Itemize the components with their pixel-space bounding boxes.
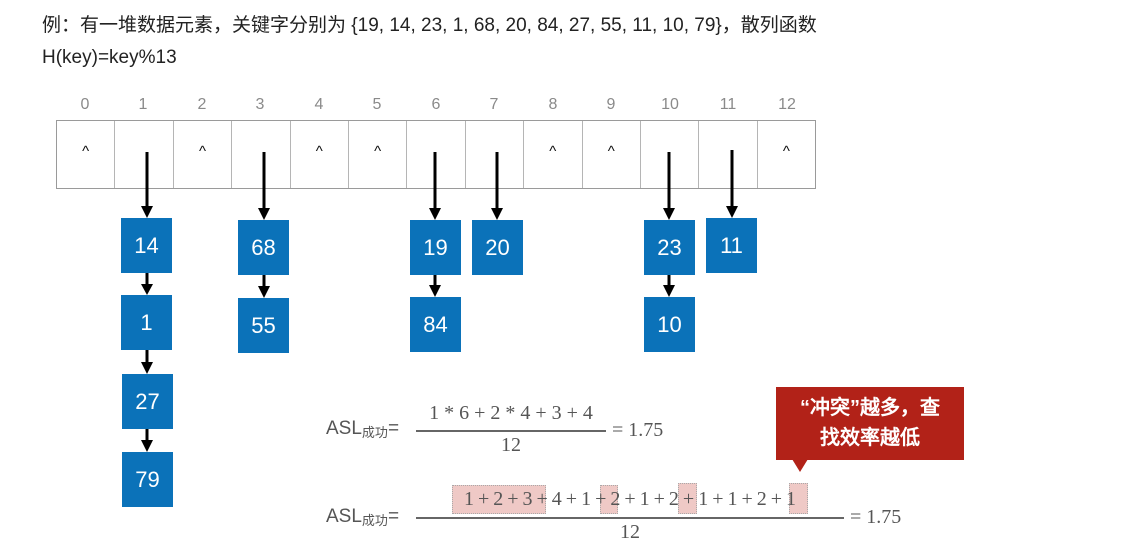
- index-label: 4: [314, 96, 324, 113]
- null-pointer: ^: [198, 143, 206, 160]
- asl-subscript: 成功: [361, 513, 388, 528]
- equals-sign: =: [387, 418, 400, 439]
- chain-node: 14: [121, 218, 172, 273]
- index-label: 10: [661, 96, 679, 113]
- index-label: 5: [372, 96, 382, 113]
- chain-node: 79: [122, 452, 173, 507]
- null-pointer: ^: [315, 143, 323, 160]
- hash-slot-5: ^: [349, 121, 408, 188]
- fraction-line: [416, 430, 606, 432]
- index-label: 6: [431, 96, 441, 113]
- index-label: 3: [255, 96, 265, 113]
- chain-node: 27: [122, 374, 173, 429]
- hash-slot-11: [699, 121, 758, 188]
- conflict-highlight: [600, 485, 618, 514]
- hash-slot-7: [466, 121, 525, 188]
- conflict-callout: “冲突”越多，查 找效率越低: [776, 387, 964, 460]
- conflict-highlight: [678, 483, 697, 514]
- asl-formula-1-numerator: 1 * 6 + 2 * 4 + 3 + 4: [429, 402, 593, 424]
- index-label: 1: [138, 96, 148, 113]
- chain-node: 20: [472, 220, 523, 275]
- hash-slot-9: ^: [583, 121, 641, 188]
- asl-label: ASL: [326, 506, 362, 527]
- null-pointer: ^: [782, 143, 790, 160]
- problem-line-2: H(key)=key%13: [42, 47, 177, 68]
- asl-formula-2-result: = 1.75: [850, 506, 902, 528]
- asl-formula-2-label: ASL成功=: [326, 506, 399, 529]
- callout-line-1: “冲突”越多，查: [800, 397, 940, 419]
- conflict-highlight: [789, 483, 808, 514]
- chain-node: 11: [706, 218, 757, 273]
- asl-formula-1-label: ASL成功=: [326, 418, 399, 441]
- chain-node: 68: [238, 220, 289, 275]
- chain-node: 23: [644, 220, 695, 275]
- conflict-highlight: [452, 485, 546, 514]
- fraction-line: [416, 517, 844, 519]
- callout-line-2: 找效率越低: [820, 427, 920, 449]
- chain-node: 19: [410, 220, 461, 275]
- index-label: 12: [778, 96, 796, 113]
- asl-formula-1-result: = 1.75: [612, 419, 664, 441]
- asl-formula-2-denominator: 12: [620, 521, 640, 543]
- hash-slot-2: ^: [174, 121, 233, 188]
- asl-formula-2-numerator: 1 + 2 + 3 + 4 + 1 + 2 + 1 + 2 + 1 + 1 + …: [463, 488, 797, 510]
- callout-pointer-icon: [792, 459, 808, 472]
- null-pointer: ^: [374, 143, 382, 160]
- chain-node: 10: [644, 297, 695, 352]
- null-pointer: ^: [549, 143, 557, 160]
- problem-statement: 例：有一堆数据元素，关键字分别为 {19, 14, 23, 1, 68, 20,…: [42, 10, 817, 74]
- chain-node: 1: [121, 295, 172, 350]
- asl-formula-1-denominator: 12: [501, 434, 521, 456]
- null-pointer: ^: [82, 143, 90, 160]
- arrow-icon: [141, 150, 738, 452]
- hash-slot-1: [115, 121, 174, 188]
- hash-slot-3: [232, 121, 291, 188]
- index-label: 9: [606, 96, 616, 113]
- asl-subscript: 成功: [361, 425, 388, 440]
- index-label: 0: [80, 96, 90, 113]
- hash-slot-4: ^: [291, 121, 349, 188]
- chain-node: 55: [238, 298, 289, 353]
- index-label: 8: [548, 96, 558, 113]
- equals-sign: =: [387, 506, 400, 527]
- hash-slot-0: ^: [57, 121, 116, 188]
- index-label: 2: [197, 96, 207, 113]
- hash-slot-6: [407, 121, 466, 188]
- hash-slot-8: ^: [524, 121, 583, 188]
- index-label: 11: [719, 96, 737, 113]
- problem-line-1: 例：有一堆数据元素，关键字分别为 {19, 14, 23, 1, 68, 20,…: [42, 15, 817, 36]
- index-label: 7: [489, 96, 499, 113]
- asl-label: ASL: [326, 418, 362, 439]
- chain-node: 84: [410, 297, 461, 352]
- hash-slot-12: ^: [758, 121, 815, 188]
- hash-slot-10: [641, 121, 700, 188]
- null-pointer: ^: [607, 143, 615, 160]
